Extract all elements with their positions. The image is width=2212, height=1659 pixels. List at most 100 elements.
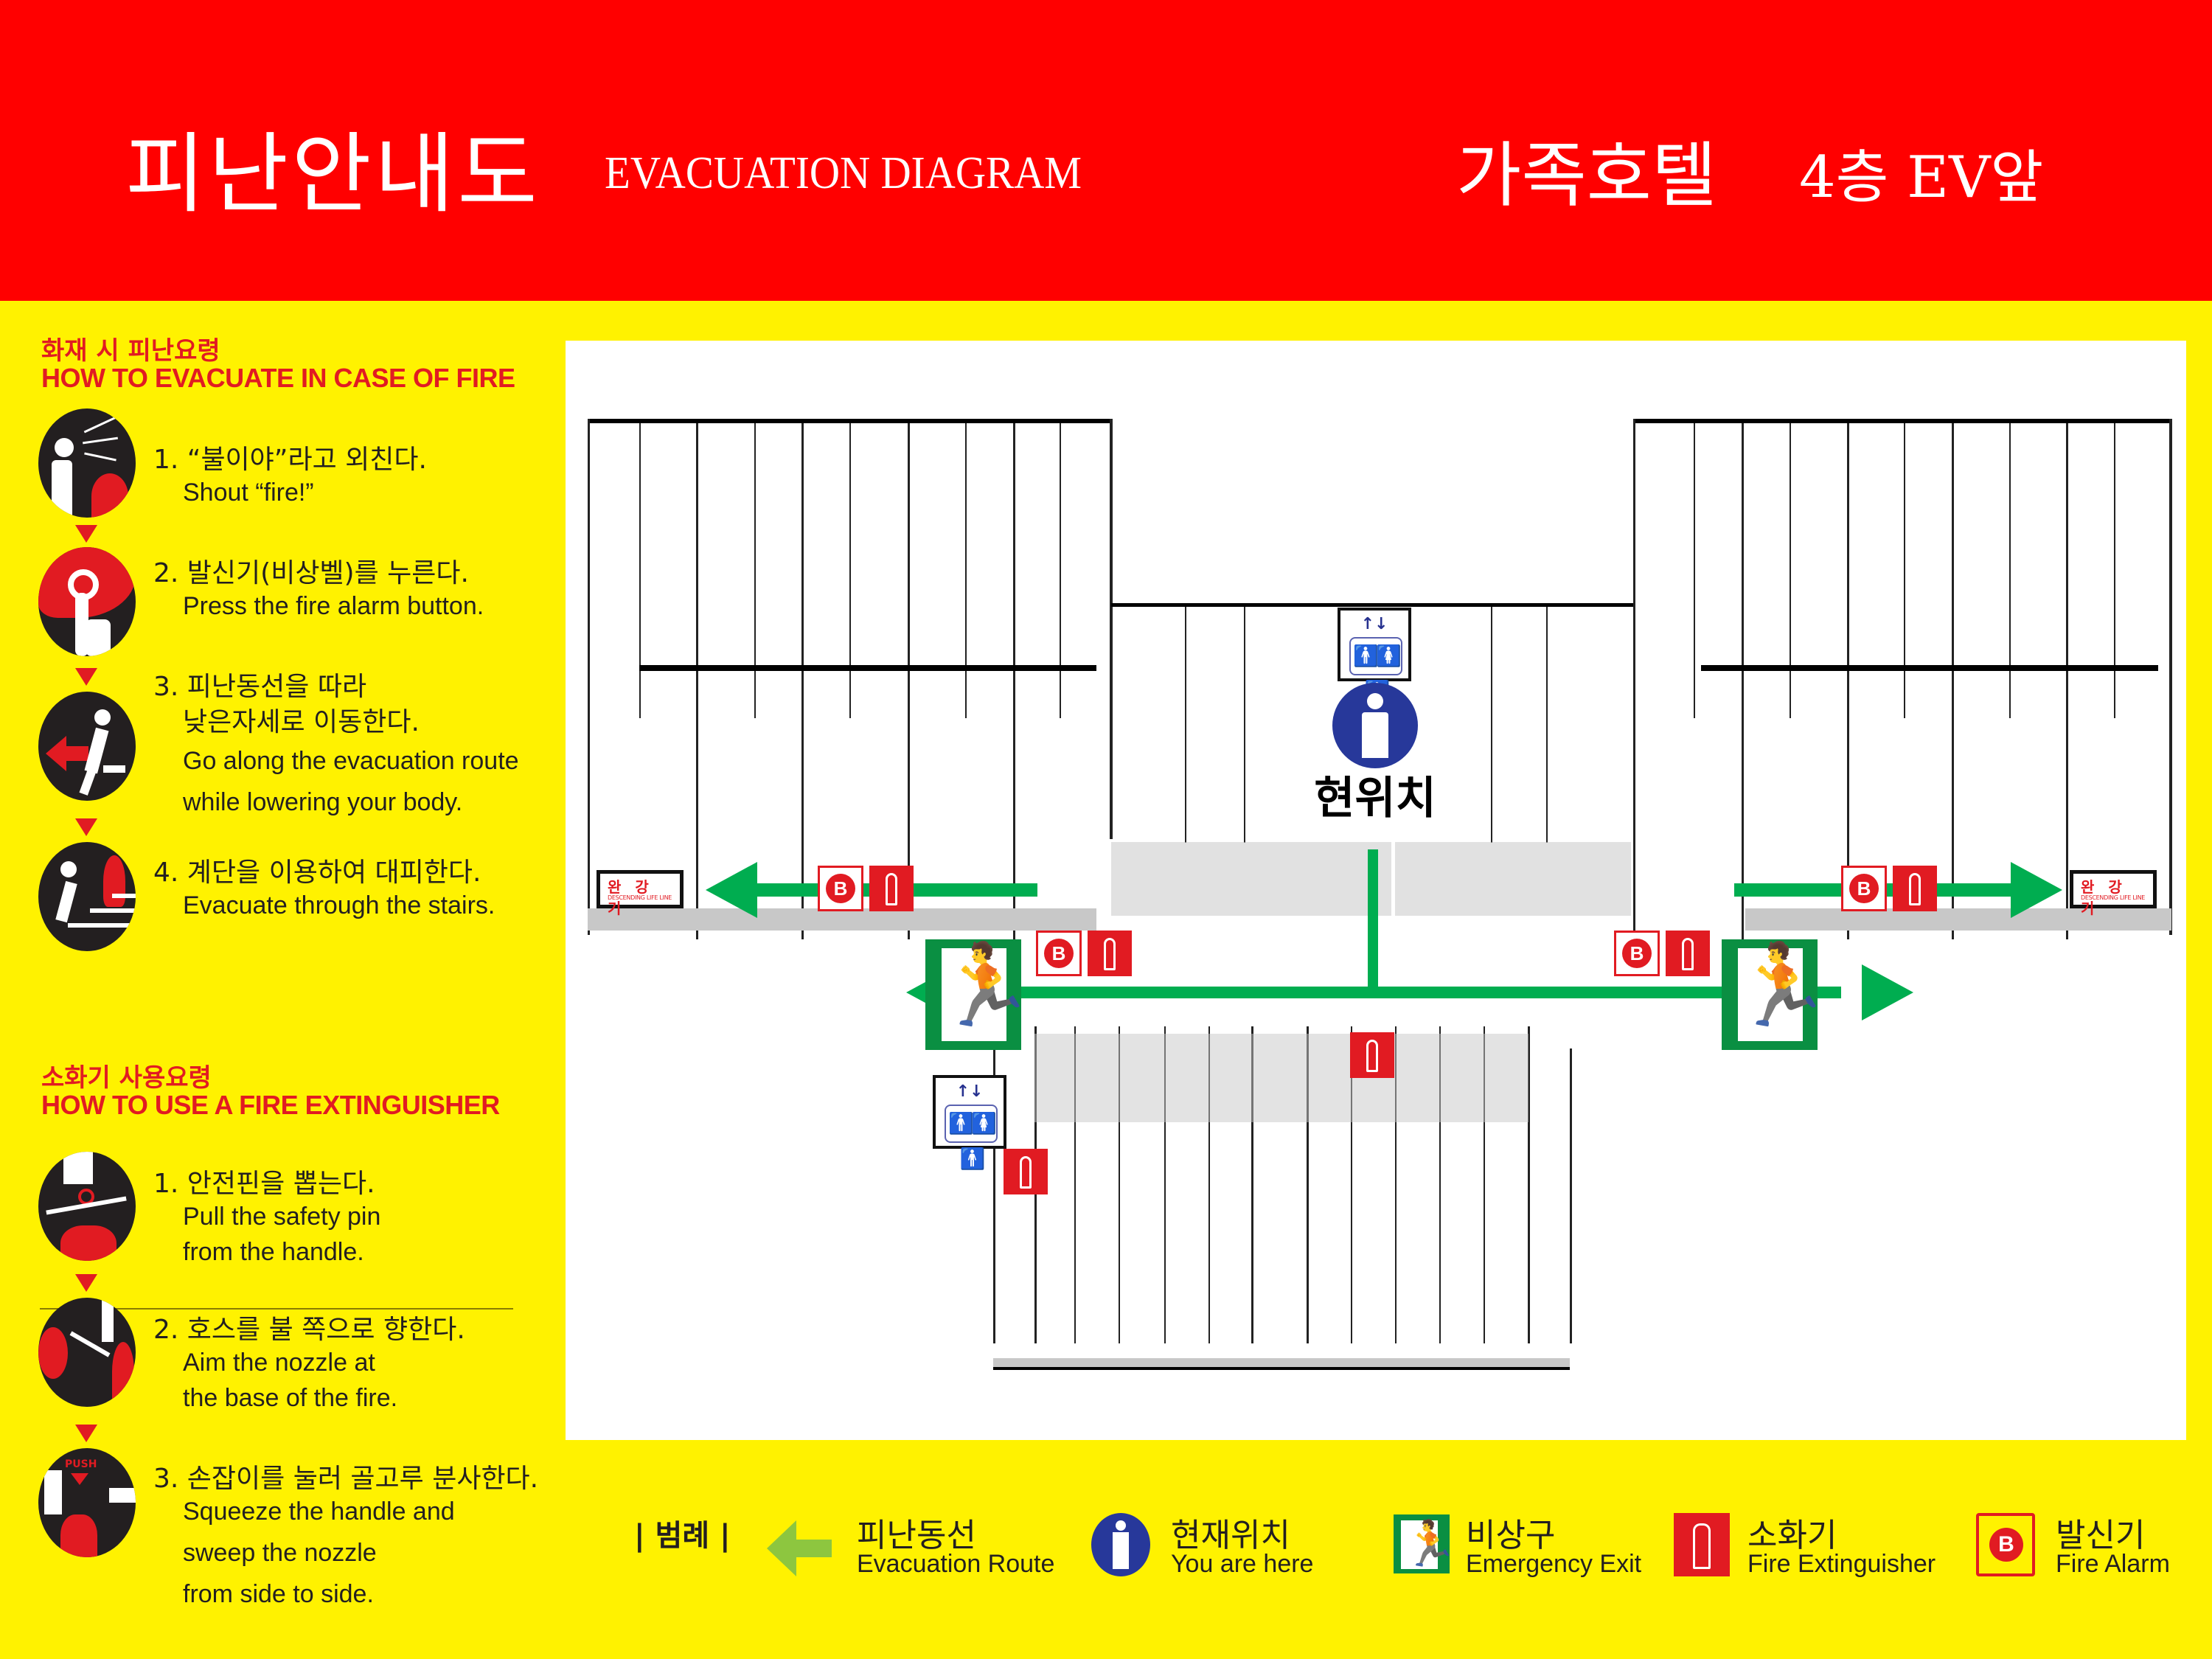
evacuation-route: [956, 987, 1841, 998]
stairs-escape-icon: [38, 842, 136, 951]
instructions-panel: 화재 시 피난요령 HOW TO EVACUATE IN CASE OF FIR…: [0, 301, 560, 1659]
running-person-arrow-icon: [38, 692, 136, 801]
section-divider: [40, 1308, 513, 1310]
fire-alarm-icon: B: [1841, 866, 1887, 911]
evacuate-step-4-ko: 4. 계단을 이용하여 대피한다.: [153, 858, 481, 888]
wall: [1546, 607, 1548, 843]
room-block: [1111, 842, 1391, 916]
down-arrow-icon: [75, 1425, 97, 1442]
fire-alarm-icon: B: [1036, 931, 1082, 976]
wall: [1694, 423, 1695, 718]
wall: [1060, 423, 1061, 718]
evacuate-step-4-en: Evacuate through the stairs.: [183, 891, 495, 919]
wall: [1208, 1026, 1210, 1343]
wall: [1251, 1026, 1253, 1343]
extinguisher-step-1-en: Pull the safety pin: [183, 1203, 381, 1231]
evacuate-step-1-en: Shout “fire!”: [183, 479, 314, 507]
extinguisher-step-3-en-line2: sweep the nozzle: [183, 1539, 377, 1567]
emergency-exit-icon: 🏃: [925, 939, 1034, 1050]
legend: | 범례 | 피난동선 Evacuation Route 현재위치 You ar…: [634, 1504, 2183, 1600]
evacuate-step-3-ko: 3. 피난동선을 따라: [153, 672, 367, 702]
bath-row: [1701, 665, 2158, 671]
down-arrow-icon: [75, 818, 97, 836]
bath-row: [639, 665, 1096, 671]
elevator-icon: ↑↓🚹🚺🚹: [933, 1075, 1006, 1171]
emergency-exit-icon: 🏃: [1722, 939, 1831, 1050]
floor-position: 4층 EV앞: [1799, 145, 2044, 211]
wall: [801, 423, 804, 939]
squeeze-handle-icon: PUSH: [38, 1448, 136, 1557]
emergency-exit-icon: 🏃: [1394, 1514, 1458, 1573]
wall: [1395, 1026, 1397, 1343]
title-english: EVACUATION DIAGRAM: [605, 148, 1082, 198]
wall: [1307, 1026, 1309, 1343]
wall: [588, 419, 1111, 423]
wall: [1491, 607, 1492, 843]
fire-alarm-icon: B: [818, 866, 863, 911]
wall: [1185, 607, 1186, 843]
extinguisher-step-1-ko: 1. 안전핀을 뽑는다.: [153, 1169, 375, 1199]
extinguisher-step-2-en-line2: the base of the fire.: [183, 1384, 398, 1412]
wall: [639, 423, 641, 718]
wall: [1244, 607, 1245, 843]
evacuate-step-2-ko: 2. 발신기(비상벨)를 누른다.: [153, 558, 469, 588]
wall: [1111, 603, 1633, 607]
extinguisher-step-3-en: Squeeze the handle and: [183, 1498, 455, 1526]
floor-plan-map: 완 강 기 DESCENDING LIFE LINE 완 강 기 DESCEND…: [566, 341, 2186, 1440]
evacuate-step-2-en: Press the fire alarm button.: [183, 592, 484, 620]
header-banner: 피난안내도 EVACUATION DIAGRAM 가족호텔 4층 EV앞: [0, 0, 2212, 301]
wall: [1633, 419, 1635, 935]
evacuate-step-3-en: Go along the evacuation route: [183, 747, 519, 775]
wall: [1847, 423, 1849, 939]
alarm-press-icon: [38, 547, 136, 656]
down-arrow-icon: [75, 1274, 97, 1292]
window-strip: [993, 1358, 1570, 1367]
extinguisher-step-3-ko: 3. 손잡이를 눌러 골고루 분사한다.: [153, 1464, 539, 1494]
fire-extinguisher-icon: [1666, 931, 1710, 976]
fire-extinguisher-icon: [1004, 1149, 1048, 1194]
descending-lifeline-sign: 완 강 기 DESCENDING LIFE LINE: [597, 870, 684, 917]
wall: [588, 419, 590, 935]
legend-item-evacuation-route: 피난동선 Evacuation Route: [767, 1504, 1091, 1593]
wall: [1164, 1026, 1166, 1343]
down-arrow-icon: [75, 668, 97, 686]
evacuate-heading-ko: 화재 시 피난요령: [41, 336, 220, 366]
route-arrow-right: [2011, 862, 2062, 918]
wall: [908, 423, 910, 939]
shouting-person-icon: [38, 408, 136, 518]
descending-lifeline-sign: 완 강 기 DESCENDING LIFE LINE: [2070, 870, 2157, 917]
fire-alarm-icon: B: [1614, 931, 1660, 976]
fire-extinguisher-icon: [1674, 1513, 1730, 1576]
legend-item-you-are-here: 현재위치 You are here: [1091, 1504, 1371, 1593]
elevator-icon: ↑↓🚹🚺🚹: [1338, 608, 1411, 703]
evacuation-route-arrow-icon: [767, 1520, 796, 1576]
wall: [1528, 1026, 1530, 1343]
aim-nozzle-icon: [38, 1298, 136, 1407]
fire-alarm-icon: B: [1976, 1513, 2035, 1576]
legend-item-fire-extinguisher: 소화기 Fire Extinguisher: [1674, 1504, 1969, 1593]
extinguisher-heading-en: HOW TO USE A FIRE EXTINGUISHER: [41, 1090, 500, 1120]
evacuate-step-3-ko-line2: 낮은자세로 이동한다.: [183, 707, 420, 737]
wall: [1351, 1026, 1352, 1343]
corridor-wall: [1745, 908, 2171, 931]
push-label: PUSH: [65, 1458, 97, 1470]
wall: [1110, 419, 1113, 839]
extinguisher-step-1-en-line2: from the handle.: [183, 1238, 364, 1266]
corridor-wall: [588, 908, 1096, 931]
evacuate-heading-en: HOW TO EVACUATE IN CASE OF FIRE: [41, 363, 515, 393]
legend-item-fire-alarm: B 발신기 Fire Alarm: [1976, 1504, 2197, 1593]
current-location-label: 현위치: [1314, 773, 1436, 824]
wall: [993, 1048, 995, 1343]
wall: [1484, 1026, 1485, 1343]
extinguisher-heading-ko: 소화기 사용요령: [41, 1063, 212, 1093]
you-are-here-icon: [1332, 683, 1418, 768]
extinguisher-step-2-ko: 2. 호스를 불 쪽으로 향한다.: [153, 1315, 465, 1345]
wall: [965, 423, 967, 718]
wall: [2169, 419, 2172, 935]
down-arrow-icon: [75, 525, 97, 543]
legend-title: | 범례 |: [634, 1519, 731, 1553]
wall: [2066, 423, 2068, 939]
evacuation-route: [1368, 849, 1378, 997]
wall: [1952, 423, 1954, 939]
wall: [1119, 1026, 1120, 1343]
